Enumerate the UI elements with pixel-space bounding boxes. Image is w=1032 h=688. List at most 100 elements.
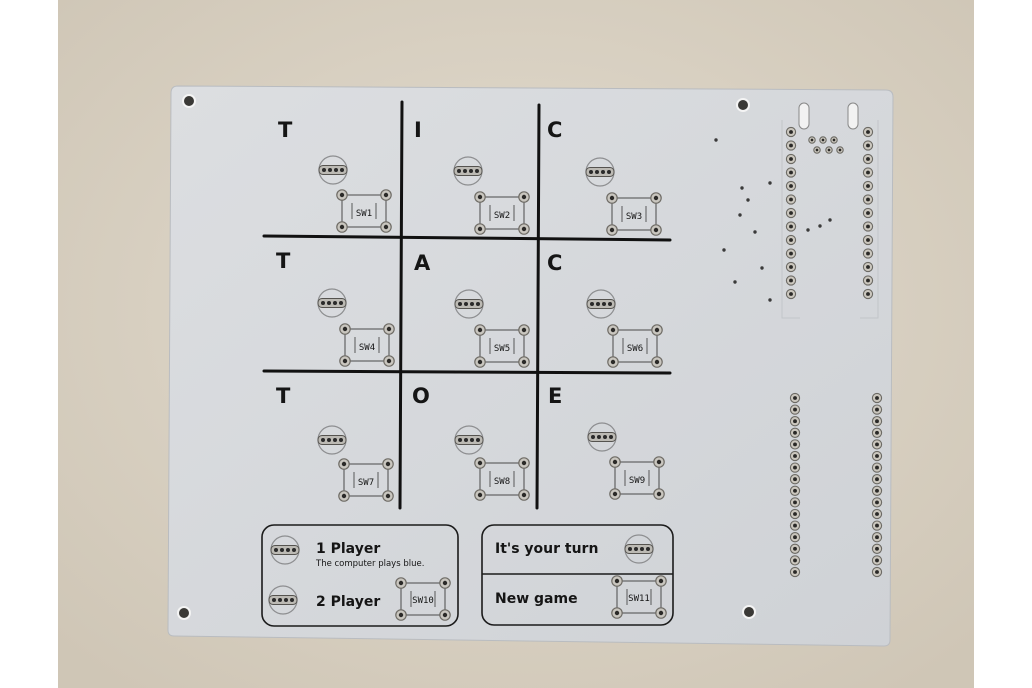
pin-hole — [789, 251, 793, 256]
pin-hole — [875, 396, 879, 400]
cell-7: T SW7 — [276, 384, 393, 501]
pin-hole — [875, 570, 879, 574]
via — [733, 280, 737, 284]
pin-hole — [866, 157, 870, 161]
tic-tac-toe-grid — [262, 100, 672, 510]
pin-hole — [789, 265, 793, 269]
pin-hole — [875, 430, 879, 435]
pin-hole — [789, 130, 793, 134]
cell-letter: C — [547, 251, 562, 275]
via — [722, 248, 726, 252]
pin-hole — [875, 535, 879, 540]
pin-hole — [875, 454, 879, 458]
pin-hole — [793, 477, 797, 482]
pin-hole — [866, 197, 870, 202]
switch-label: SW8 — [494, 477, 510, 487]
new-game-label: New game — [495, 591, 578, 607]
pin-hole — [789, 292, 793, 296]
switch-label: SW3 — [626, 212, 642, 222]
pin-hole — [832, 138, 836, 142]
via — [818, 224, 822, 228]
via — [806, 228, 810, 232]
pin-hole — [793, 442, 797, 447]
grid-cells: T SW1 I SW2 C SW3 T SW4 A SW5 — [276, 118, 664, 501]
pcb-board — [167, 85, 894, 647]
pin-hole — [793, 430, 797, 435]
cell-5: A SW5 — [414, 251, 529, 367]
pin-hole — [866, 224, 870, 229]
pin-hole — [866, 265, 870, 269]
cell-1: T SW1 — [278, 118, 391, 232]
cell-6: C SW6 — [547, 251, 662, 367]
mounting-holes — [177, 94, 756, 620]
switch-label: SW11 — [628, 594, 650, 604]
pin-hole — [793, 465, 797, 470]
pin-hole — [875, 500, 879, 505]
pin-hole — [866, 251, 870, 256]
pin-hole — [875, 546, 879, 551]
pin-hole — [815, 148, 819, 152]
switch-label: SW6 — [627, 344, 643, 354]
pin-hole — [793, 396, 797, 400]
switch-label: SW7 — [358, 478, 374, 488]
one-player-note: The computer plays blue. — [315, 559, 424, 569]
top-header-area — [781, 102, 879, 319]
via — [828, 218, 832, 222]
pin-hole — [827, 148, 831, 152]
cell-8: O SW8 — [412, 384, 529, 500]
pin-hole — [789, 224, 793, 229]
pin-hole — [793, 523, 797, 528]
pin-hole — [789, 238, 793, 242]
pin-hole — [875, 407, 879, 412]
pin-hole — [866, 184, 870, 188]
cell-letter: T — [278, 118, 293, 142]
pin-hole — [875, 558, 879, 563]
pin-hole — [793, 512, 797, 516]
via — [738, 213, 742, 217]
pin-hole — [789, 211, 793, 215]
via — [753, 230, 757, 234]
pin-hole — [789, 197, 793, 202]
switch-label: SW10 — [412, 596, 434, 606]
via — [746, 198, 750, 202]
cell-4: T SW4 — [276, 249, 394, 366]
player-mode-panel: 1 Player The computer plays blue. 2 Play… — [261, 524, 459, 627]
one-player-label: 1 Player — [316, 541, 380, 557]
cell-letter: C — [547, 118, 562, 142]
switch-label: SW2 — [494, 211, 510, 221]
pin-hole — [793, 500, 797, 505]
pin-hole — [789, 184, 793, 188]
pin-hole — [875, 442, 879, 447]
pin-hole — [875, 419, 879, 424]
via — [768, 298, 772, 302]
pin-hole — [789, 143, 793, 148]
pin-hole — [793, 546, 797, 551]
pin-hole — [793, 419, 797, 424]
cell-letter: A — [414, 251, 431, 275]
cell-2: I SW2 — [414, 118, 529, 234]
cell-letter: O — [412, 384, 430, 408]
via — [714, 138, 718, 142]
pin-hole — [821, 138, 825, 142]
pin-hole — [866, 292, 870, 296]
turn-label: It's your turn — [495, 541, 598, 557]
via — [740, 186, 744, 190]
pin-hole — [875, 477, 879, 482]
switch-label: SW5 — [494, 344, 510, 354]
cell-letter: I — [414, 118, 422, 142]
pin-hole — [875, 465, 879, 470]
via — [768, 181, 772, 185]
pin-hole — [793, 407, 797, 412]
cell-letter: T — [276, 249, 291, 273]
cell-letter: E — [548, 384, 562, 408]
pin-hole — [789, 278, 793, 283]
pin-hole — [866, 238, 870, 242]
pin-hole — [866, 211, 870, 215]
pin-hole — [866, 278, 870, 283]
pin-hole — [866, 130, 870, 134]
cell-letter: T — [276, 384, 291, 408]
pin-hole — [810, 138, 814, 142]
pin-hole — [866, 143, 870, 148]
pin-hole — [866, 170, 870, 175]
